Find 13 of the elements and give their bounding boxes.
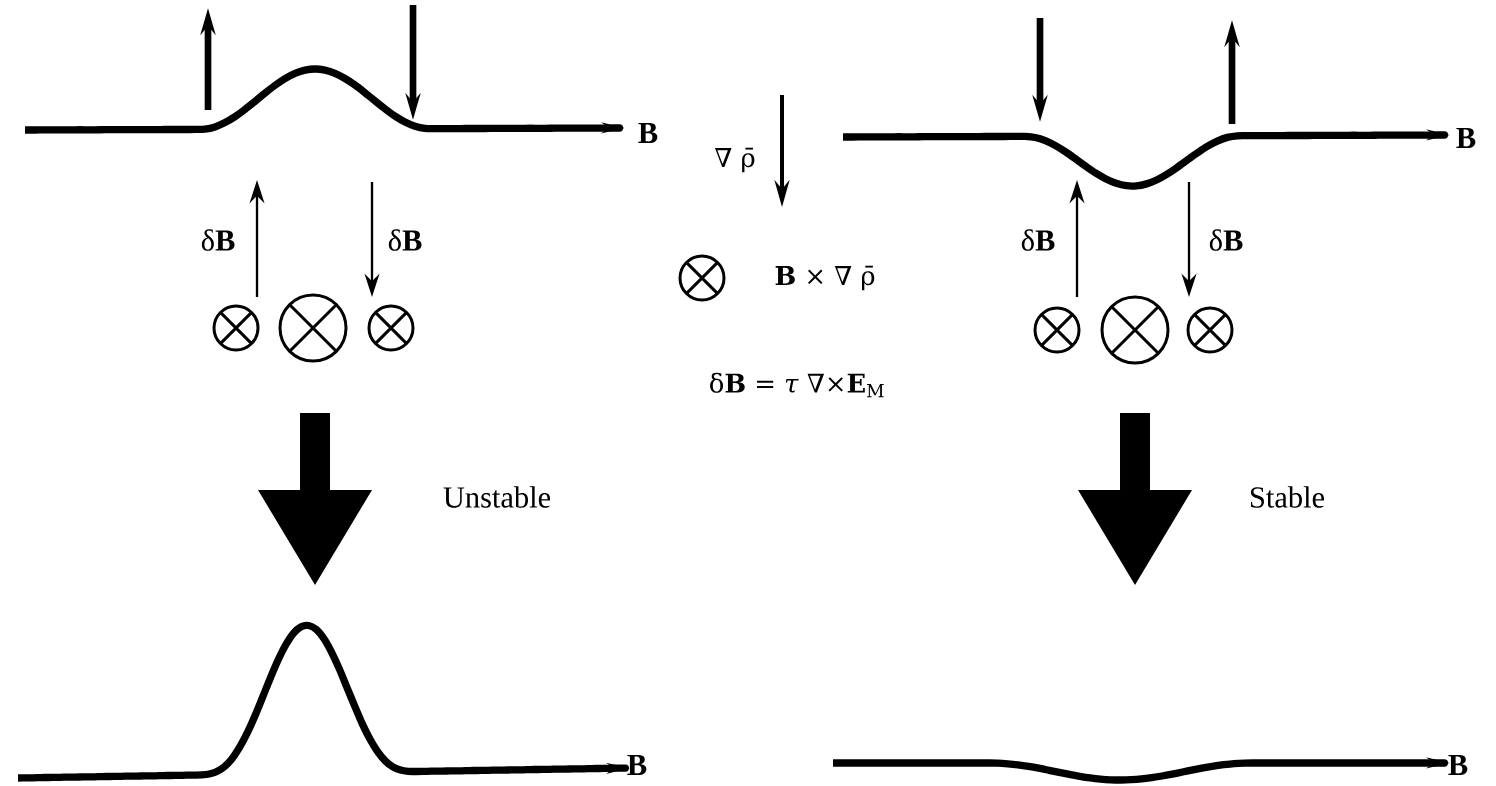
stability-label: Stable bbox=[1251, 486, 1324, 508]
equation: δB = τ ∇×E$_{M}$ bbox=[710, 372, 884, 398]
drift-label: B × ∇ ρ̄ bbox=[775, 265, 875, 291]
stability-label: Unstable bbox=[443, 486, 551, 508]
perturbation-label: δB bbox=[1209, 229, 1243, 251]
field-label: B bbox=[638, 122, 658, 143]
gradient-label: ∇ ρ̄ bbox=[715, 147, 755, 173]
perturbation-label: δB bbox=[388, 229, 422, 251]
perturbation-label: δB bbox=[201, 229, 235, 251]
field-label: B bbox=[1456, 127, 1476, 148]
perturbation-label: δB bbox=[1021, 229, 1055, 251]
field-label: B bbox=[627, 754, 647, 775]
field-label: B bbox=[1448, 754, 1468, 775]
